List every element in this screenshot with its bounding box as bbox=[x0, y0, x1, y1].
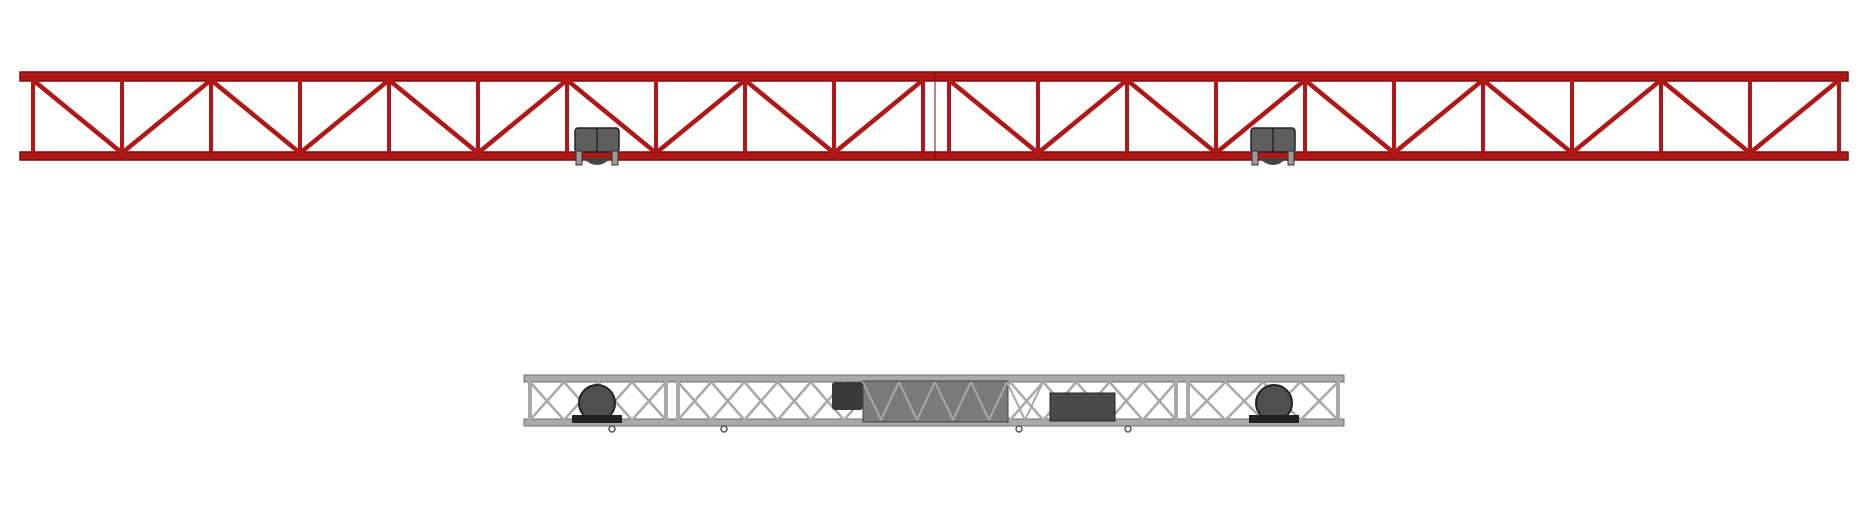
carriage-bracket bbox=[1251, 150, 1259, 166]
lacing-member bbox=[898, 381, 918, 421]
lacing-member bbox=[743, 381, 779, 421]
lacing-member bbox=[631, 381, 667, 421]
lacing-member bbox=[862, 381, 882, 421]
lacing-member bbox=[677, 381, 713, 421]
diagonal-member bbox=[1214, 78, 1307, 155]
bottom-chord bbox=[19, 151, 1849, 161]
hoist-base bbox=[1249, 415, 1299, 423]
lacing-member bbox=[988, 381, 1008, 421]
diagonal-member bbox=[947, 78, 1040, 155]
diagonal-member bbox=[120, 78, 213, 155]
mount-lug bbox=[1015, 425, 1023, 433]
red-truss-elevation bbox=[19, 71, 1849, 166]
hoist-base bbox=[572, 415, 622, 423]
grey-truss-elevation bbox=[523, 374, 1345, 433]
trolley-carriage bbox=[1250, 127, 1296, 166]
motor-unit bbox=[832, 382, 863, 410]
carriage-bracket bbox=[1287, 150, 1295, 166]
lacing-member bbox=[529, 381, 565, 421]
diagonal-member bbox=[1570, 78, 1663, 155]
lacing-member bbox=[1187, 381, 1227, 421]
diagonal-member bbox=[31, 78, 124, 155]
carriage-bracket bbox=[575, 150, 583, 166]
lacing-member bbox=[952, 381, 972, 421]
diagonal-member bbox=[1659, 78, 1752, 155]
lacing-member bbox=[1009, 381, 1045, 421]
lacing-member bbox=[1141, 381, 1177, 421]
carriage-bracket bbox=[611, 150, 619, 166]
mount-lug bbox=[1124, 425, 1132, 433]
diagonal-member bbox=[476, 78, 569, 155]
lacing-member bbox=[970, 381, 990, 421]
diagonal-member bbox=[1036, 78, 1129, 155]
lacing-member bbox=[710, 381, 746, 421]
carriage-wheel bbox=[583, 158, 611, 165]
diagonal-member bbox=[387, 78, 480, 155]
trolley-carriage bbox=[574, 127, 620, 166]
diagonal-member bbox=[1303, 78, 1396, 155]
lacing-member bbox=[1299, 381, 1339, 421]
diagonal-member bbox=[743, 78, 836, 155]
diagonal-member bbox=[654, 78, 747, 155]
equipment-box bbox=[862, 380, 1009, 423]
diagonal-member bbox=[298, 78, 391, 155]
control-box bbox=[1049, 392, 1116, 422]
diagonal-member bbox=[1125, 78, 1218, 155]
lacing-member bbox=[880, 381, 900, 421]
diagonal-member bbox=[565, 78, 658, 155]
lacing-member bbox=[1024, 381, 1044, 421]
top-chord bbox=[19, 71, 1849, 82]
mount-lug bbox=[720, 425, 728, 433]
lacing-member bbox=[934, 381, 954, 421]
lacing-member bbox=[916, 381, 936, 421]
mount-lug bbox=[608, 425, 616, 433]
diagonal-member bbox=[1481, 78, 1574, 155]
diagonal-member bbox=[1748, 78, 1841, 155]
diagonal-member bbox=[209, 78, 302, 155]
diagonal-member bbox=[1392, 78, 1485, 155]
lacing-member bbox=[1224, 381, 1264, 421]
carriage-wheel bbox=[1259, 158, 1287, 165]
lacing-member bbox=[1006, 381, 1026, 421]
lacing-member bbox=[776, 381, 812, 421]
diagonal-member bbox=[832, 78, 925, 155]
